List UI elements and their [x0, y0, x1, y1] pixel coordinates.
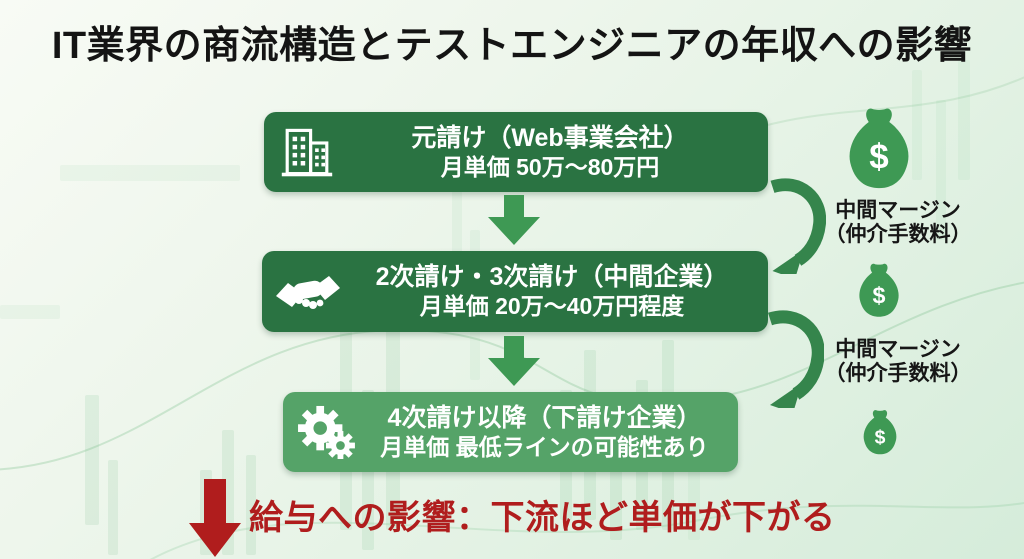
box3-rate: 月単価 最低ラインの可能性あり: [380, 433, 709, 460]
money-bag-icon: $: [849, 108, 909, 189]
flow-box-mid-contractors: 2次請け・3次請け（中間企業） 月単価 20万～40万円程度: [262, 251, 768, 332]
margin-label-line1: 中間マージン: [835, 199, 961, 222]
box1-title: 元請け（Web事業会社）: [411, 123, 689, 152]
margin-label-line2: （仲介手数料）: [824, 223, 972, 247]
box3-title: 4次請け以降（下請け企業）: [387, 403, 702, 432]
bg-blur-strip: [60, 165, 240, 181]
money-bag-icon: $: [859, 263, 899, 317]
margin-label-2: 中間マージン （仲介手数料）: [793, 338, 1003, 387]
handshake-icon: [276, 269, 340, 315]
bg-blur-strip: [0, 305, 60, 319]
flow-box-prime-contractor: 元請け（Web事業会社） 月単価 50万～80万円: [264, 112, 768, 192]
money-bag-icon: $: [863, 410, 897, 455]
flow-box-lower-subcontractors: 4次請け以降（下請け企業） 月単価 最低ラインの可能性あり: [283, 392, 738, 472]
down-arrow-icon: [488, 195, 540, 245]
curved-arrow-icon: [768, 310, 824, 408]
dollar-sign: $: [873, 283, 886, 309]
margin-label-1: 中間マージン （仲介手数料）: [793, 199, 1003, 248]
box1-rate: 月単価 50万～80万円: [440, 153, 660, 180]
margin-label-line2: （仲介手数料）: [824, 362, 972, 386]
bg-candlestick-bar: [246, 455, 256, 555]
page-title: IT業界の商流構造とテストエンジニアの年収への影響: [51, 25, 973, 67]
margin-label-line1: 中間マージン: [835, 338, 961, 361]
bg-candlestick-bar: [85, 395, 99, 525]
red-down-arrow-icon: [189, 479, 241, 557]
dollar-sign: $: [869, 138, 888, 177]
footer-conclusion: 給与への影響：下流ほど単価が下がる: [249, 499, 836, 537]
building-icon: [278, 125, 336, 179]
gears-icon: [297, 405, 355, 459]
down-arrow-icon: [488, 336, 540, 386]
bg-candlestick-bar: [958, 60, 970, 180]
box2-title: 2次請け・3次請け（中間企業）: [375, 263, 729, 292]
box2-rate: 月単価 20万～40万円程度: [419, 293, 685, 320]
dollar-sign: $: [875, 426, 886, 448]
bg-candlestick-bar: [452, 180, 462, 300]
curved-arrow-icon: [770, 178, 826, 274]
bg-candlestick-bar: [936, 100, 946, 240]
bg-candlestick-bar: [108, 460, 118, 555]
bg-candlestick-bar: [912, 70, 922, 180]
